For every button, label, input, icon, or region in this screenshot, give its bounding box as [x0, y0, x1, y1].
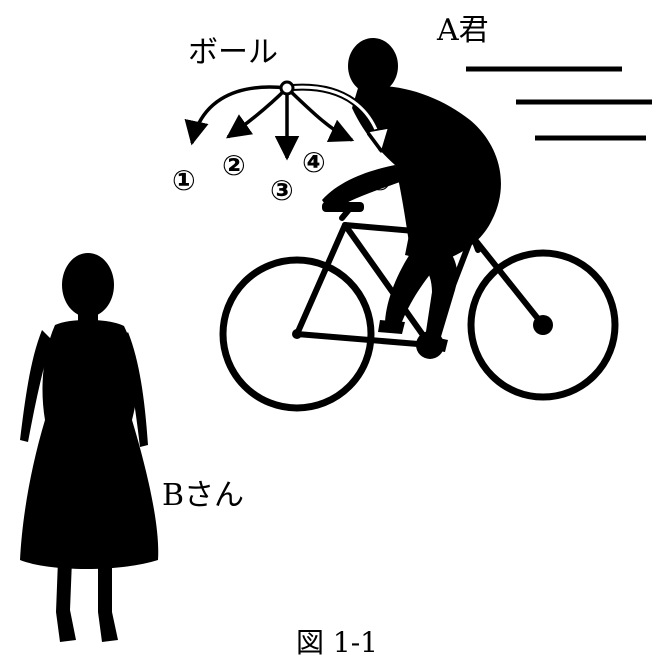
trajectory-number-4: ④	[302, 146, 326, 179]
ball-label: ボール	[188, 35, 278, 70]
bicycle-silhouette	[219, 202, 619, 412]
trajectory-arrow-2	[225, 86, 289, 139]
trajectory-arrow-1	[184, 85, 288, 146]
person-a-label: A君	[436, 13, 489, 48]
trajectory-number-5: ⑤	[368, 164, 392, 197]
person-b-label: Bさん	[162, 478, 244, 513]
rider-a-silhouette	[322, 38, 501, 352]
front-wheel	[467, 249, 619, 401]
figure-caption: 図 1-1	[296, 626, 378, 659]
ball-icon	[279, 80, 295, 96]
trajectory-arrow-4	[285, 86, 355, 143]
trajectory-arrow-5	[286, 85, 382, 150]
trajectory-number-1: ①	[172, 164, 196, 197]
rear-wheel	[219, 256, 375, 412]
trajectory-number-2: ②	[222, 149, 246, 182]
speed-lines	[466, 66, 652, 141]
person-b-silhouette	[20, 253, 159, 642]
trajectory-number-3: ③	[270, 174, 294, 207]
ball-trajectories	[184, 80, 382, 161]
